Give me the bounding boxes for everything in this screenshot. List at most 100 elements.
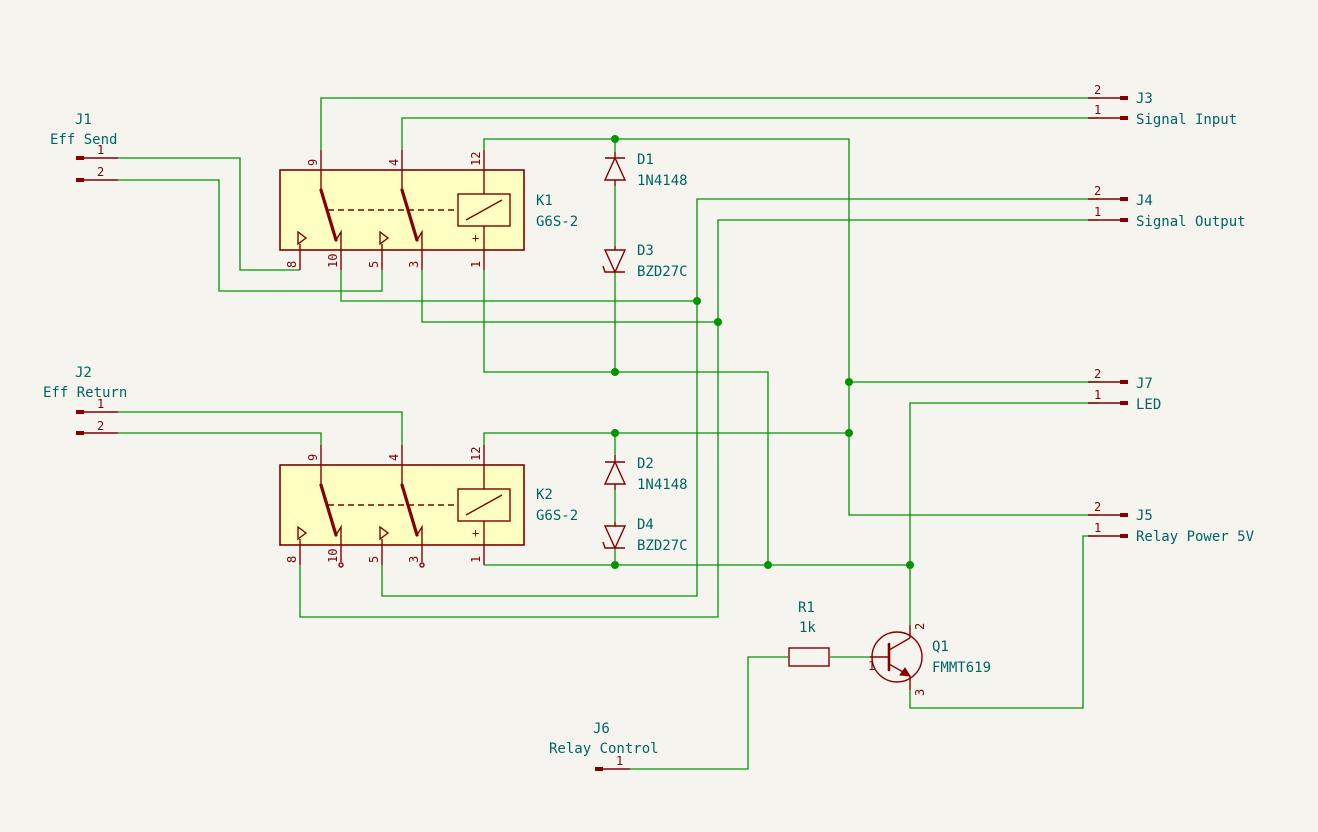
- wire-k1-3: [421, 270, 718, 323]
- q1-pin-b: 1: [868, 659, 875, 673]
- contact-nc: [335, 229, 342, 250]
- pin-end: [1120, 380, 1128, 384]
- wire-j5-1: [909, 535, 1098, 709]
- coil-plus-label: +: [472, 231, 479, 245]
- j1-pin2: 2: [97, 165, 104, 179]
- contact-nc-arrow: [379, 525, 390, 541]
- d3-value: BZD27C: [637, 264, 688, 280]
- k2-pin-9: 9: [306, 454, 320, 461]
- k1-ref: K1: [536, 193, 553, 209]
- junction-dot: [714, 318, 722, 326]
- zener-bar: [602, 265, 625, 273]
- wires: [118, 97, 1098, 770]
- connector-j1[interactable]: 1 2 J1 Eff Send: [50, 112, 118, 182]
- junction-dot: [845, 429, 853, 437]
- connector-j4[interactable]: 2 1 J4 Signal Output: [1088, 184, 1246, 230]
- j7-ref: J7: [1136, 376, 1153, 392]
- wire-j2-2: [118, 432, 322, 445]
- j7-value: LED: [1136, 397, 1161, 413]
- pin-end: [595, 767, 603, 771]
- d1-value: 1N4148: [637, 173, 688, 189]
- wire-j7-1: [909, 402, 1098, 625]
- connector-j2[interactable]: 1 2 J2 Eff Return: [43, 365, 127, 435]
- pin-end: [1120, 197, 1128, 201]
- k1-pin-12: 12: [469, 152, 483, 166]
- junction-dot: [611, 561, 619, 569]
- k2-pin-1: 1: [469, 556, 483, 563]
- zener-bar: [602, 541, 625, 549]
- pin-end: [1120, 218, 1128, 222]
- r1-value: 1k: [799, 620, 816, 636]
- transistor-collector: [888, 637, 911, 651]
- pin-end: [1120, 116, 1128, 120]
- pin-end: [76, 156, 84, 160]
- resistor-r1[interactable]: R1 1k: [788, 600, 830, 667]
- pin-end: [76, 410, 84, 414]
- switch-arm: [400, 483, 419, 537]
- wire-k1-coil-top: [483, 138, 1098, 516]
- junction-dot: [693, 297, 701, 305]
- relay-k2[interactable]: + 9 4 12 8 10 5 3 1 K2 G6S-2: [279, 445, 578, 568]
- unconnected-pin-marker: [419, 562, 425, 568]
- pin-end: [1120, 401, 1128, 405]
- j4-pin2: 2: [1094, 184, 1101, 198]
- d4-ref: D4: [637, 517, 654, 533]
- connector-j3[interactable]: 2 1 J3 Signal Input: [1088, 83, 1237, 128]
- j2-ref: J2: [75, 365, 92, 381]
- unconnected-pin-marker: [338, 562, 344, 568]
- j4-ref: J4: [1136, 193, 1153, 209]
- d4-value: BZD27C: [637, 538, 688, 554]
- relay-k1[interactable]: + 9 4 12 8 10 5 3 1 K1 G6S-2: [279, 150, 578, 270]
- contact-nc: [416, 524, 423, 545]
- connector-j5[interactable]: 2 1 J5 Relay Power 5V: [1088, 500, 1255, 545]
- j5-ref: J5: [1136, 508, 1153, 524]
- transistor-q1[interactable]: 1 2 3 Q1 FMMT619: [868, 623, 991, 696]
- r1-ref: R1: [798, 600, 815, 616]
- j4-value: Signal Output: [1136, 214, 1246, 230]
- junction-dot: [764, 561, 772, 569]
- switch-arm: [319, 188, 338, 242]
- k2-pin-5: 5: [367, 556, 381, 563]
- k2-pin-12: 12: [469, 447, 483, 461]
- connector-j7[interactable]: 2 1 J7 LED: [1088, 367, 1161, 413]
- diode-d2[interactable]: D2 1N4148: [603, 455, 688, 493]
- pin-end: [1120, 96, 1128, 100]
- j3-ref: J3: [1136, 91, 1153, 107]
- q1-ref: Q1: [932, 639, 949, 655]
- j1-value: Eff Send: [50, 132, 117, 148]
- wire-j1-1: [118, 157, 300, 271]
- diode-d4[interactable]: D4 BZD27C: [602, 517, 688, 554]
- k1-pin-4: 4: [387, 159, 401, 166]
- wire-k1-10: [340, 270, 697, 302]
- connector-j6[interactable]: 1 J6 Relay Control: [549, 721, 659, 771]
- q1-pin-c: 2: [913, 623, 927, 630]
- j7-pin2: 2: [1094, 367, 1101, 381]
- j1-pin1: 1: [97, 143, 104, 157]
- j7-pin1: 1: [1094, 388, 1101, 402]
- wire-j4-2: [381, 198, 1098, 597]
- wire-j1-2: [118, 179, 383, 292]
- junction-dot: [906, 561, 914, 569]
- k1-pin-1: 1: [469, 261, 483, 268]
- diode-triangle: [603, 156, 627, 181]
- k1-pin-9: 9: [306, 159, 320, 166]
- contact-nc-arrow: [297, 525, 308, 541]
- wire-k1-coil-bottom: [483, 270, 769, 565]
- diode-triangle: [603, 249, 627, 274]
- wire-j2-1: [118, 411, 403, 445]
- wire-j4-1: [299, 219, 1098, 618]
- k2-pin-10: 10: [326, 549, 340, 563]
- diode-d1[interactable]: D1 1N4148: [603, 152, 688, 189]
- emitter-arrow-icon: [899, 667, 911, 677]
- pin-end: [76, 178, 84, 182]
- diode-d3[interactable]: D3 BZD27C: [602, 243, 688, 280]
- k1-pin-10: 10: [326, 254, 340, 268]
- resistor-body: [788, 647, 830, 667]
- contact-nc: [335, 524, 342, 545]
- j3-pin1: 1: [1094, 103, 1101, 117]
- pin-end: [1120, 534, 1128, 538]
- coil-slash: [465, 494, 503, 516]
- junction-dot: [611, 368, 619, 376]
